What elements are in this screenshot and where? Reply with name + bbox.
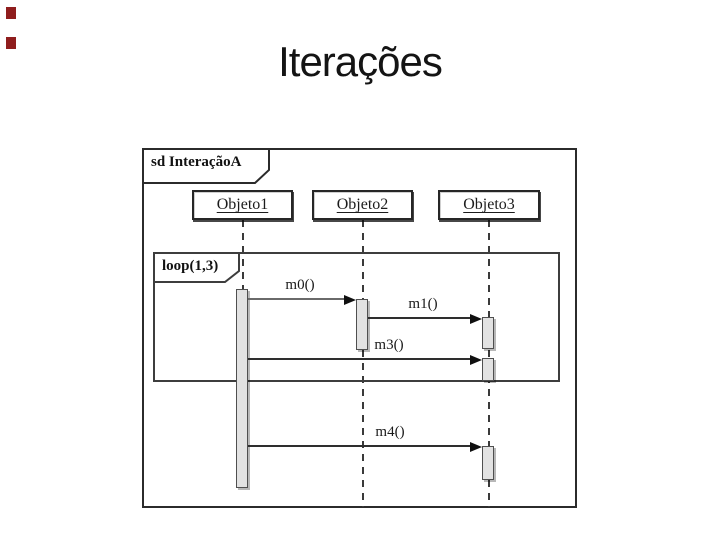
message-line-m4 bbox=[248, 445, 470, 447]
object-name: Objeto1 bbox=[216, 196, 269, 213]
activation-bar-objeto1 bbox=[236, 289, 248, 488]
frame-label: sd InteraçãoA bbox=[151, 154, 242, 170]
arrowhead-icon bbox=[470, 355, 482, 365]
message-label-m4: m4() bbox=[375, 424, 405, 440]
pentagon-shape-icon bbox=[153, 252, 240, 283]
message-label-m0: m0() bbox=[285, 277, 315, 293]
object-box-objeto1: Objeto1 bbox=[192, 190, 293, 220]
loop-fragment-frame: loop(1,3) bbox=[153, 252, 560, 382]
object-box-objeto3: Objeto3 bbox=[438, 190, 540, 220]
message-label-m1: m1() bbox=[408, 296, 438, 312]
activation-bar-objeto3-m1 bbox=[482, 317, 494, 349]
activation-bar-objeto3-m4 bbox=[482, 446, 494, 480]
slide-edge-mark bbox=[6, 37, 16, 49]
object-box-objeto2: Objeto2 bbox=[312, 190, 413, 220]
pentagon-shape-icon bbox=[142, 148, 270, 184]
lifeline-objeto1 bbox=[242, 220, 244, 290]
loop-label-pentagon: loop(1,3) bbox=[153, 252, 241, 284]
loop-label: loop(1,3) bbox=[162, 258, 219, 274]
arrowhead-icon bbox=[470, 442, 482, 452]
object-name: Objeto2 bbox=[336, 196, 389, 213]
message-line-m1 bbox=[368, 317, 470, 319]
message-line-m3 bbox=[248, 358, 470, 360]
frame-label-pentagon: sd InteraçãoA bbox=[142, 148, 270, 184]
activation-bar-objeto3-m3 bbox=[482, 358, 494, 381]
lifeline-objeto2 bbox=[362, 220, 364, 507]
message-line-m0 bbox=[248, 298, 344, 300]
message-label-m3: m3() bbox=[374, 337, 404, 353]
slide-title: Iterações bbox=[278, 38, 443, 85]
arrowhead-icon bbox=[470, 314, 482, 324]
arrowhead-icon bbox=[344, 295, 356, 305]
slide-edge-mark bbox=[6, 7, 16, 19]
activation-bar-objeto2 bbox=[356, 299, 368, 350]
object-name: Objeto3 bbox=[463, 196, 515, 213]
